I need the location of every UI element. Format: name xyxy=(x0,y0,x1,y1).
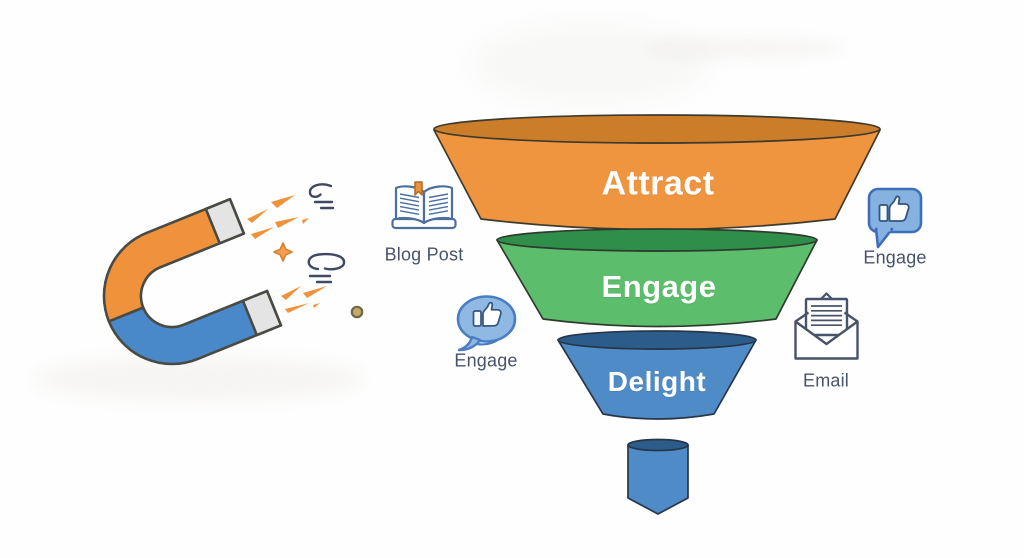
thumb-cuff xyxy=(878,204,889,222)
thumbs-up-square-bubble-icon xyxy=(867,187,923,249)
engage-rim xyxy=(496,228,818,252)
swirl-loop-icon xyxy=(307,252,346,284)
funnel-stage-attract xyxy=(433,114,881,231)
stem-rim xyxy=(627,438,689,452)
callout-label-engage-left: Engage xyxy=(454,350,518,371)
sparkle-icon xyxy=(273,242,293,262)
magnet-bottom-arm xyxy=(107,289,283,366)
funnel-stage-label-delight: Delight xyxy=(607,366,707,397)
attracted-dot xyxy=(350,305,364,319)
magnet-sparks-bottom xyxy=(281,286,327,313)
funnel-stage-delight xyxy=(557,330,757,420)
callout-label-engage-top-right: Engage xyxy=(863,247,927,268)
funnel-stem xyxy=(627,438,689,515)
magnet-top-arm xyxy=(102,197,246,323)
attract-rim xyxy=(433,114,881,144)
funnel-stage-engage xyxy=(496,228,818,328)
thumb-cuff xyxy=(472,310,482,327)
thumbs-up-glyph xyxy=(482,301,502,327)
callout-label-blog-post: Blog Post xyxy=(384,244,464,265)
thumbs-up-round-bubble-icon xyxy=(456,295,517,352)
delight-rim xyxy=(557,330,757,350)
open-book-icon xyxy=(391,181,457,230)
swirl-icon xyxy=(308,183,335,210)
bookmark-icon xyxy=(414,181,423,196)
funnel-stage-label-attract: Attract xyxy=(601,164,715,203)
horseshoe-magnet-icon xyxy=(102,197,283,366)
open-envelope-letter-icon xyxy=(794,292,859,360)
callout-label-email: Email xyxy=(802,370,850,391)
funnel-stage-label-engage: Engage xyxy=(601,269,717,304)
magnet-top-tip xyxy=(204,197,246,245)
stem-body xyxy=(627,444,689,515)
magnet-bottom-tip xyxy=(241,289,283,337)
magnet-sparks-top xyxy=(247,195,309,239)
thumbs-up-glyph xyxy=(888,195,910,222)
